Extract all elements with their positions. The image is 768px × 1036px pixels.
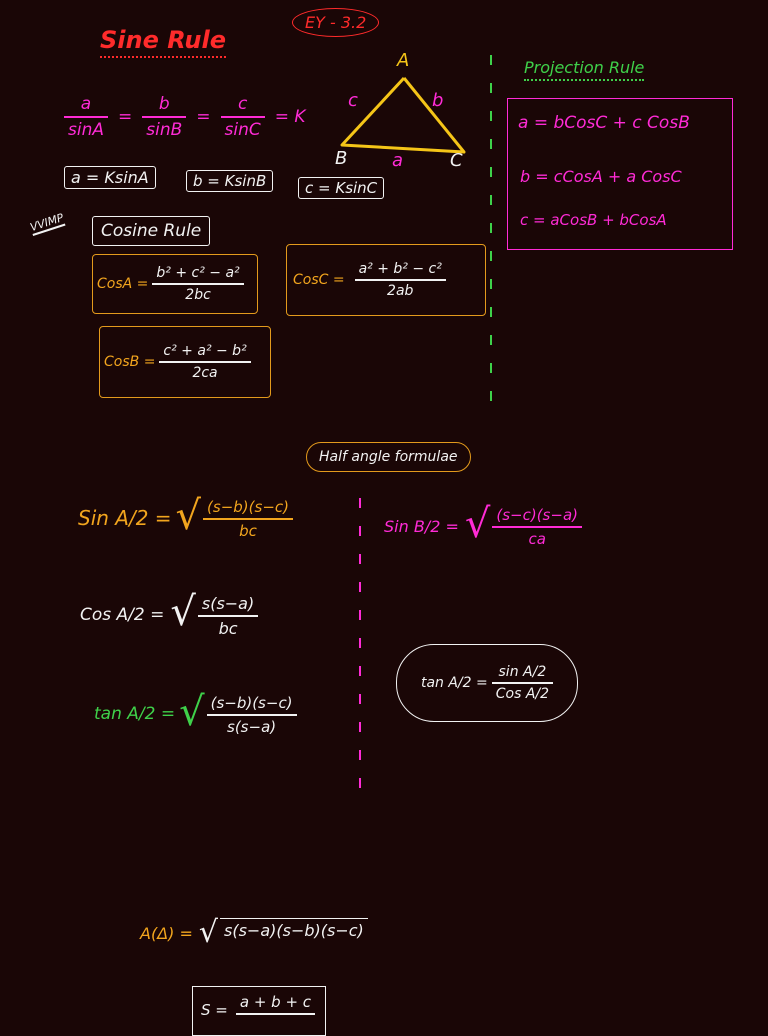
triangle-diagram [340,76,466,154]
sinA-half-num: (s−b)(s−c) [207,498,289,516]
projection-eq-2-text: b = cCosA + a CosC [520,167,682,186]
sinB-half-den: ca [528,530,546,548]
tanA-half-num: (s−b)(s−c) [210,694,293,712]
vertex-b-label: B [335,148,348,169]
tanA-half-lhs: tan A/2 = [94,704,176,724]
tanA-half-formula: tan A/2 = √ (s−b)(s−c) s(s−a) [94,692,297,736]
projection-rule-box: a = bCosC + c CosB b = cCosA + a CosC c … [507,98,733,250]
cosC-box: CosC = a² + b² − c² 2ab [286,244,486,316]
cosA-half-formula: Cos A/2 = √ s(s−a) bc [80,592,259,638]
ratio-b: b sinB [142,94,187,140]
cosB-frac: c² + a² − b² 2ca [159,343,251,381]
sinA-half-lhs: Sin A/2 = [78,506,172,530]
cosA-half-den: bc [218,619,238,638]
tan-ratio-den: Cos A/2 [495,686,550,702]
header-tag: EY - 3.2 [292,8,380,37]
cosC-num: a² + b² − c² [358,261,442,277]
cosine-rule-title-text: Cosine Rule [101,221,202,241]
sinB-half-formula: Sin B/2 = √ (s−c)(s−a) ca [384,504,582,548]
s-formula-box: S = a + b + c [192,986,326,1036]
cosB-lhs: CosB = [104,354,156,370]
cosC-lhs: CosC = [293,272,345,288]
ratio-c-den: sinC [224,120,261,140]
ratio-b-num: b [158,94,170,114]
cosA-lhs: CosA = [97,276,149,292]
side-b-label: b [432,90,444,111]
cosA-den: 2bc [185,287,211,303]
area-lhs: A(Δ) = [140,923,193,943]
cosA-box: CosA = b² + c² − a² 2bc [92,254,258,314]
vertex-a-label: A [397,50,410,71]
half-angle-title: Half angle formulae [306,442,471,472]
vertex-c-label: C [450,150,463,171]
area-formula: A(Δ) = √ s(s−a)(s−b)(s−c) [140,918,368,948]
cosB-den: 2ca [192,365,218,381]
cosA-half-sqrt: √ s(s−a) bc [170,592,259,638]
eq-c-ksinc: c = KsinC [298,177,385,199]
sinB-half-sqrt: √ (s−c)(s−a) ca [465,504,582,548]
projection-eq-1: a = bCosC + c CosB [518,113,690,133]
tan-ratio-frac: sin A/2 Cos A/2 [491,664,554,702]
tan-ratio-num: sin A/2 [498,664,547,680]
vvimp-marker-text: VVIMP [28,211,66,235]
cosA-num: b² + c² − a² [156,265,240,281]
vvimp-marker: VVIMP [28,211,66,236]
projection-eq-3: c = aCosB + bCosA [520,211,667,229]
sine-rule-title-text: Sine Rule [100,26,226,54]
cosA-half-lhs: Cos A/2 = [80,605,165,625]
sinB-half-lhs: Sin B/2 = [384,516,459,536]
sinA-half-sqrt: √ (s−b)(s−c) bc [176,496,293,540]
cosA-half-num: s(s−a) [201,594,255,613]
tanA-half-den: s(s−a) [227,718,277,736]
cosB-box: CosB = c² + a² − b² 2ca [99,326,271,398]
cosA-frac: b² + c² − a² 2bc [152,265,244,303]
header-tag-text: EY - 3.2 [305,13,367,32]
triangle-shape [340,76,466,154]
tanA-half-sqrt: √ (s−b)(s−c) s(s−a) [179,692,297,736]
projection-rule-title-text: Projection Rule [524,58,645,77]
green-divider [490,55,492,415]
eq-a-ksina: a = KsinA [64,166,156,189]
s-lhs: S = [201,1001,228,1019]
side-a-label: a [392,150,404,171]
ratio-b-den: sinB [146,120,183,140]
ratio-a: a sinA [64,94,108,140]
tan-ratio-lhs: tan A/2 = [420,675,488,691]
sinA-half-den: bc [239,522,257,540]
sinB-half-num: (s−c)(s−a) [496,506,578,524]
eq-b-ksinb: b = KsinB [186,170,274,192]
cosine-rule-title: Cosine Rule [92,216,211,246]
sine-rule-ratios: a sinA = b sinB = c sinC = K [64,94,306,140]
area-rhs: s(s−a)(s−b)(s−c) [220,918,368,942]
sine-rule-title: Sine Rule [100,26,226,58]
s-num: a + b + c [239,993,312,1011]
projection-eq-3-text: c = aCosB + bCosA [520,211,667,229]
ratio-c-num: c [237,94,248,114]
ratio-a-den: sinA [68,120,104,140]
projection-eq-2: b = cCosA + a CosC [520,167,682,186]
cosC-den: 2ab [387,283,414,299]
side-c-label: c [348,90,358,111]
sinA-half-formula: Sin A/2 = √ (s−b)(s−c) bc [78,496,293,540]
ratio-a-num: a [80,94,92,114]
projection-rule-title: Projection Rule [524,58,645,81]
tan-ratio-cloud: tan A/2 = sin A/2 Cos A/2 [396,644,578,722]
cosC-frac: a² + b² − c² 2ab [354,261,446,299]
s-frac: a + b + c [235,993,316,1017]
ratio-c: c sinC [220,94,265,140]
half-angle-title-text: Half angle formulae [319,449,458,465]
projection-eq-1-text: a = bCosC + c CosB [518,113,690,133]
cosB-num: c² + a² − b² [163,343,247,359]
pink-divider [359,498,361,798]
area-sqrt: √ s(s−a)(s−b)(s−c) [199,918,368,948]
equals-k: = K [274,107,306,127]
